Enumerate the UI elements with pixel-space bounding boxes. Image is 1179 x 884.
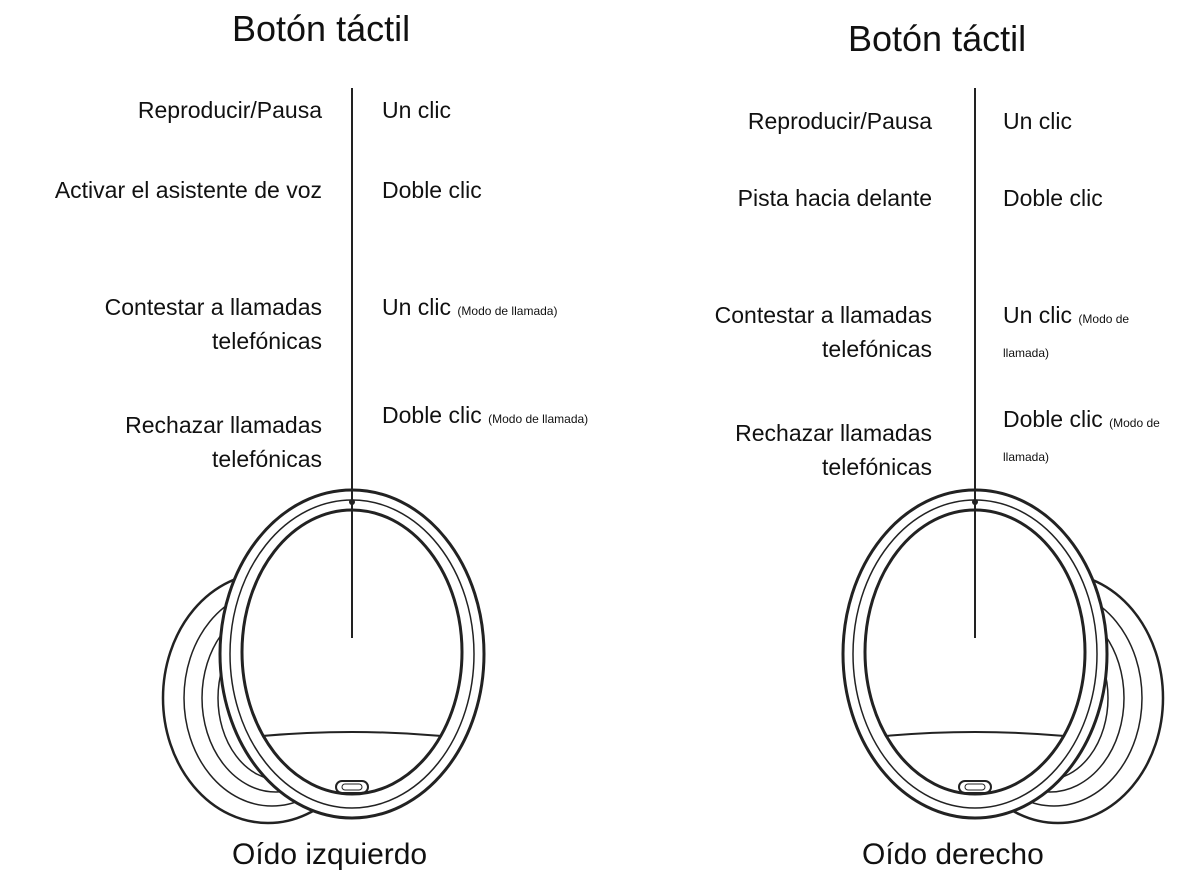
right-action-label: Un clic	[1003, 104, 1175, 138]
right-function-label: Contestar a llamadas telefónicas	[714, 302, 932, 362]
right-action-text: Un clic	[1003, 302, 1073, 328]
left-action-text: Doble clic	[382, 402, 482, 428]
right-function-label: Reproducir/Pausa	[747, 108, 932, 134]
right-title: Botón táctil	[848, 18, 1027, 59]
left-title: Botón táctil	[232, 8, 411, 49]
left-action-label: Doble clic (Modo de llamada)	[382, 398, 612, 432]
right-caption: Oído derecho	[862, 838, 1044, 871]
right-function-label: Pista hacia delante	[737, 185, 932, 211]
left-earbud-body	[218, 488, 486, 820]
left-action-text: Un clic	[382, 294, 452, 320]
right-indicator-light-icon	[958, 780, 992, 794]
right-action-text: Doble clic	[1003, 185, 1103, 211]
left-action-label: Doble clic	[382, 173, 612, 207]
right-action-note: (Modo de llamada)	[1003, 416, 1160, 464]
right-action-text: Un clic	[1003, 108, 1073, 134]
right-earbud-drawing	[841, 488, 1165, 825]
left-function-label: Activar el asistente de voz	[54, 177, 322, 203]
right-leader-line	[974, 88, 976, 638]
left-action-text: Un clic	[382, 97, 452, 123]
left-action-label: Un clic (Modo de llamada)	[382, 290, 612, 324]
left-action-label: Un clic	[382, 93, 612, 127]
left-action-note: (Modo de llamada)	[488, 412, 589, 426]
left-indicator-light-icon	[335, 780, 369, 794]
left-caption: Oído izquierdo	[232, 838, 428, 871]
left-function-label: Rechazar llamadas telefónicas	[125, 412, 322, 472]
right-action-note: (Modo de llamada)	[1003, 312, 1130, 360]
left-leader-line	[351, 88, 353, 638]
right-action-label: Doble clic (Modo de llamada)	[1003, 402, 1175, 470]
right-action-label: Un clic (Modo de llamada)	[1003, 298, 1175, 366]
left-function-label: Contestar a llamadas telefónicas	[104, 294, 322, 354]
right-function-label: Rechazar llamadas telefónicas	[735, 420, 932, 480]
left-action-note: (Modo de llamada)	[457, 304, 558, 318]
left-function-label: Reproducir/Pausa	[137, 97, 322, 123]
right-action-text: Doble clic	[1003, 406, 1103, 432]
left-action-text: Doble clic	[382, 177, 482, 203]
left-earbud-drawing	[161, 488, 486, 825]
right-action-label: Doble clic	[1003, 181, 1175, 215]
